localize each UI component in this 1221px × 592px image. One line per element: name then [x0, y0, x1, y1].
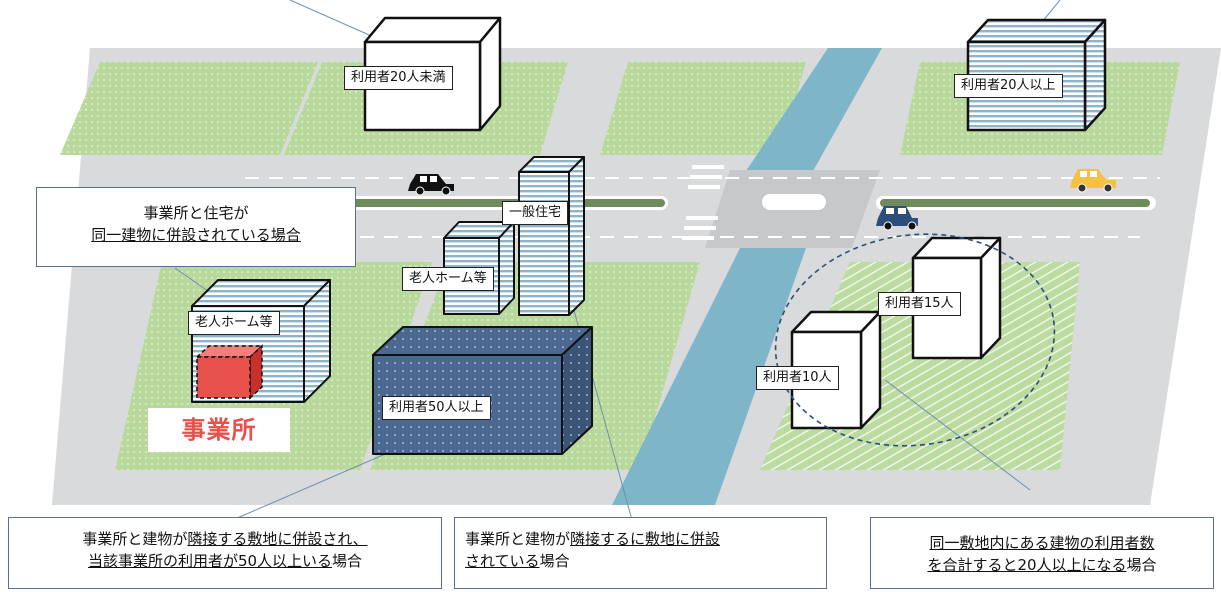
label-users10: 利用者10人 [756, 366, 839, 390]
callout-same-site-line1: 同一敷地内にある建物の利用者数 [929, 534, 1155, 552]
label-under20: 利用者20人未満 [344, 66, 453, 90]
river-lower [612, 248, 806, 505]
callout-adjacent-line1: 事業所と建物が隣接するに敷地に併設 [465, 530, 721, 548]
callout-adjacent: 事業所と建物が隣接するに敷地に併設 されている場合 [454, 517, 827, 589]
office-label: 事業所 [148, 408, 290, 452]
car-blue-icon [876, 206, 918, 231]
building-general-housing [518, 156, 585, 316]
building-over50 [372, 326, 593, 455]
label-general-housing: 一般住宅 [502, 201, 569, 225]
callout-adjacent-over50: 事業所と建物が隣接する敷地に併設され、 当該事業所の利用者が50人以上いる場合 [8, 517, 442, 589]
label-over50: 利用者50人以上 [382, 396, 491, 420]
callout-adjacent-over50-line2: 当該事業所の利用者が50人以上いる場合 [87, 552, 363, 570]
label-nursing-home-left: 老人ホーム等 [188, 311, 280, 335]
callout-adjacent-over50-line1: 事業所と建物が隣接する敷地に併設され、 [82, 530, 368, 548]
label-users15: 利用者15人 [878, 292, 961, 316]
label-over20: 利用者20人以上 [954, 74, 1063, 98]
callout-same-building-line1: 事業所と住宅が [143, 204, 249, 222]
callout-same-site-line2: を合計すると20人以上になる場合 [927, 556, 1157, 574]
river-upper [740, 48, 882, 180]
callout-same-building: 事業所と住宅が 同一建物に併設されている場合 [36, 187, 356, 267]
label-nursing-home-center: 老人ホーム等 [402, 267, 494, 291]
car-black-icon [408, 174, 454, 196]
office-block [195, 344, 264, 400]
lot-top-mid [600, 62, 806, 155]
car-yellow-icon [1070, 169, 1116, 193]
callout-same-building-line2: 同一建物に併設されている場合 [91, 226, 301, 244]
callout-same-site: 同一敷地内にある建物の利用者数 を合計すると20人以上になる場合 [870, 517, 1214, 589]
lot-top-left [60, 62, 318, 155]
same-site-ellipse [774, 233, 1056, 447]
callout-adjacent-line2: されている場合 [465, 552, 570, 570]
